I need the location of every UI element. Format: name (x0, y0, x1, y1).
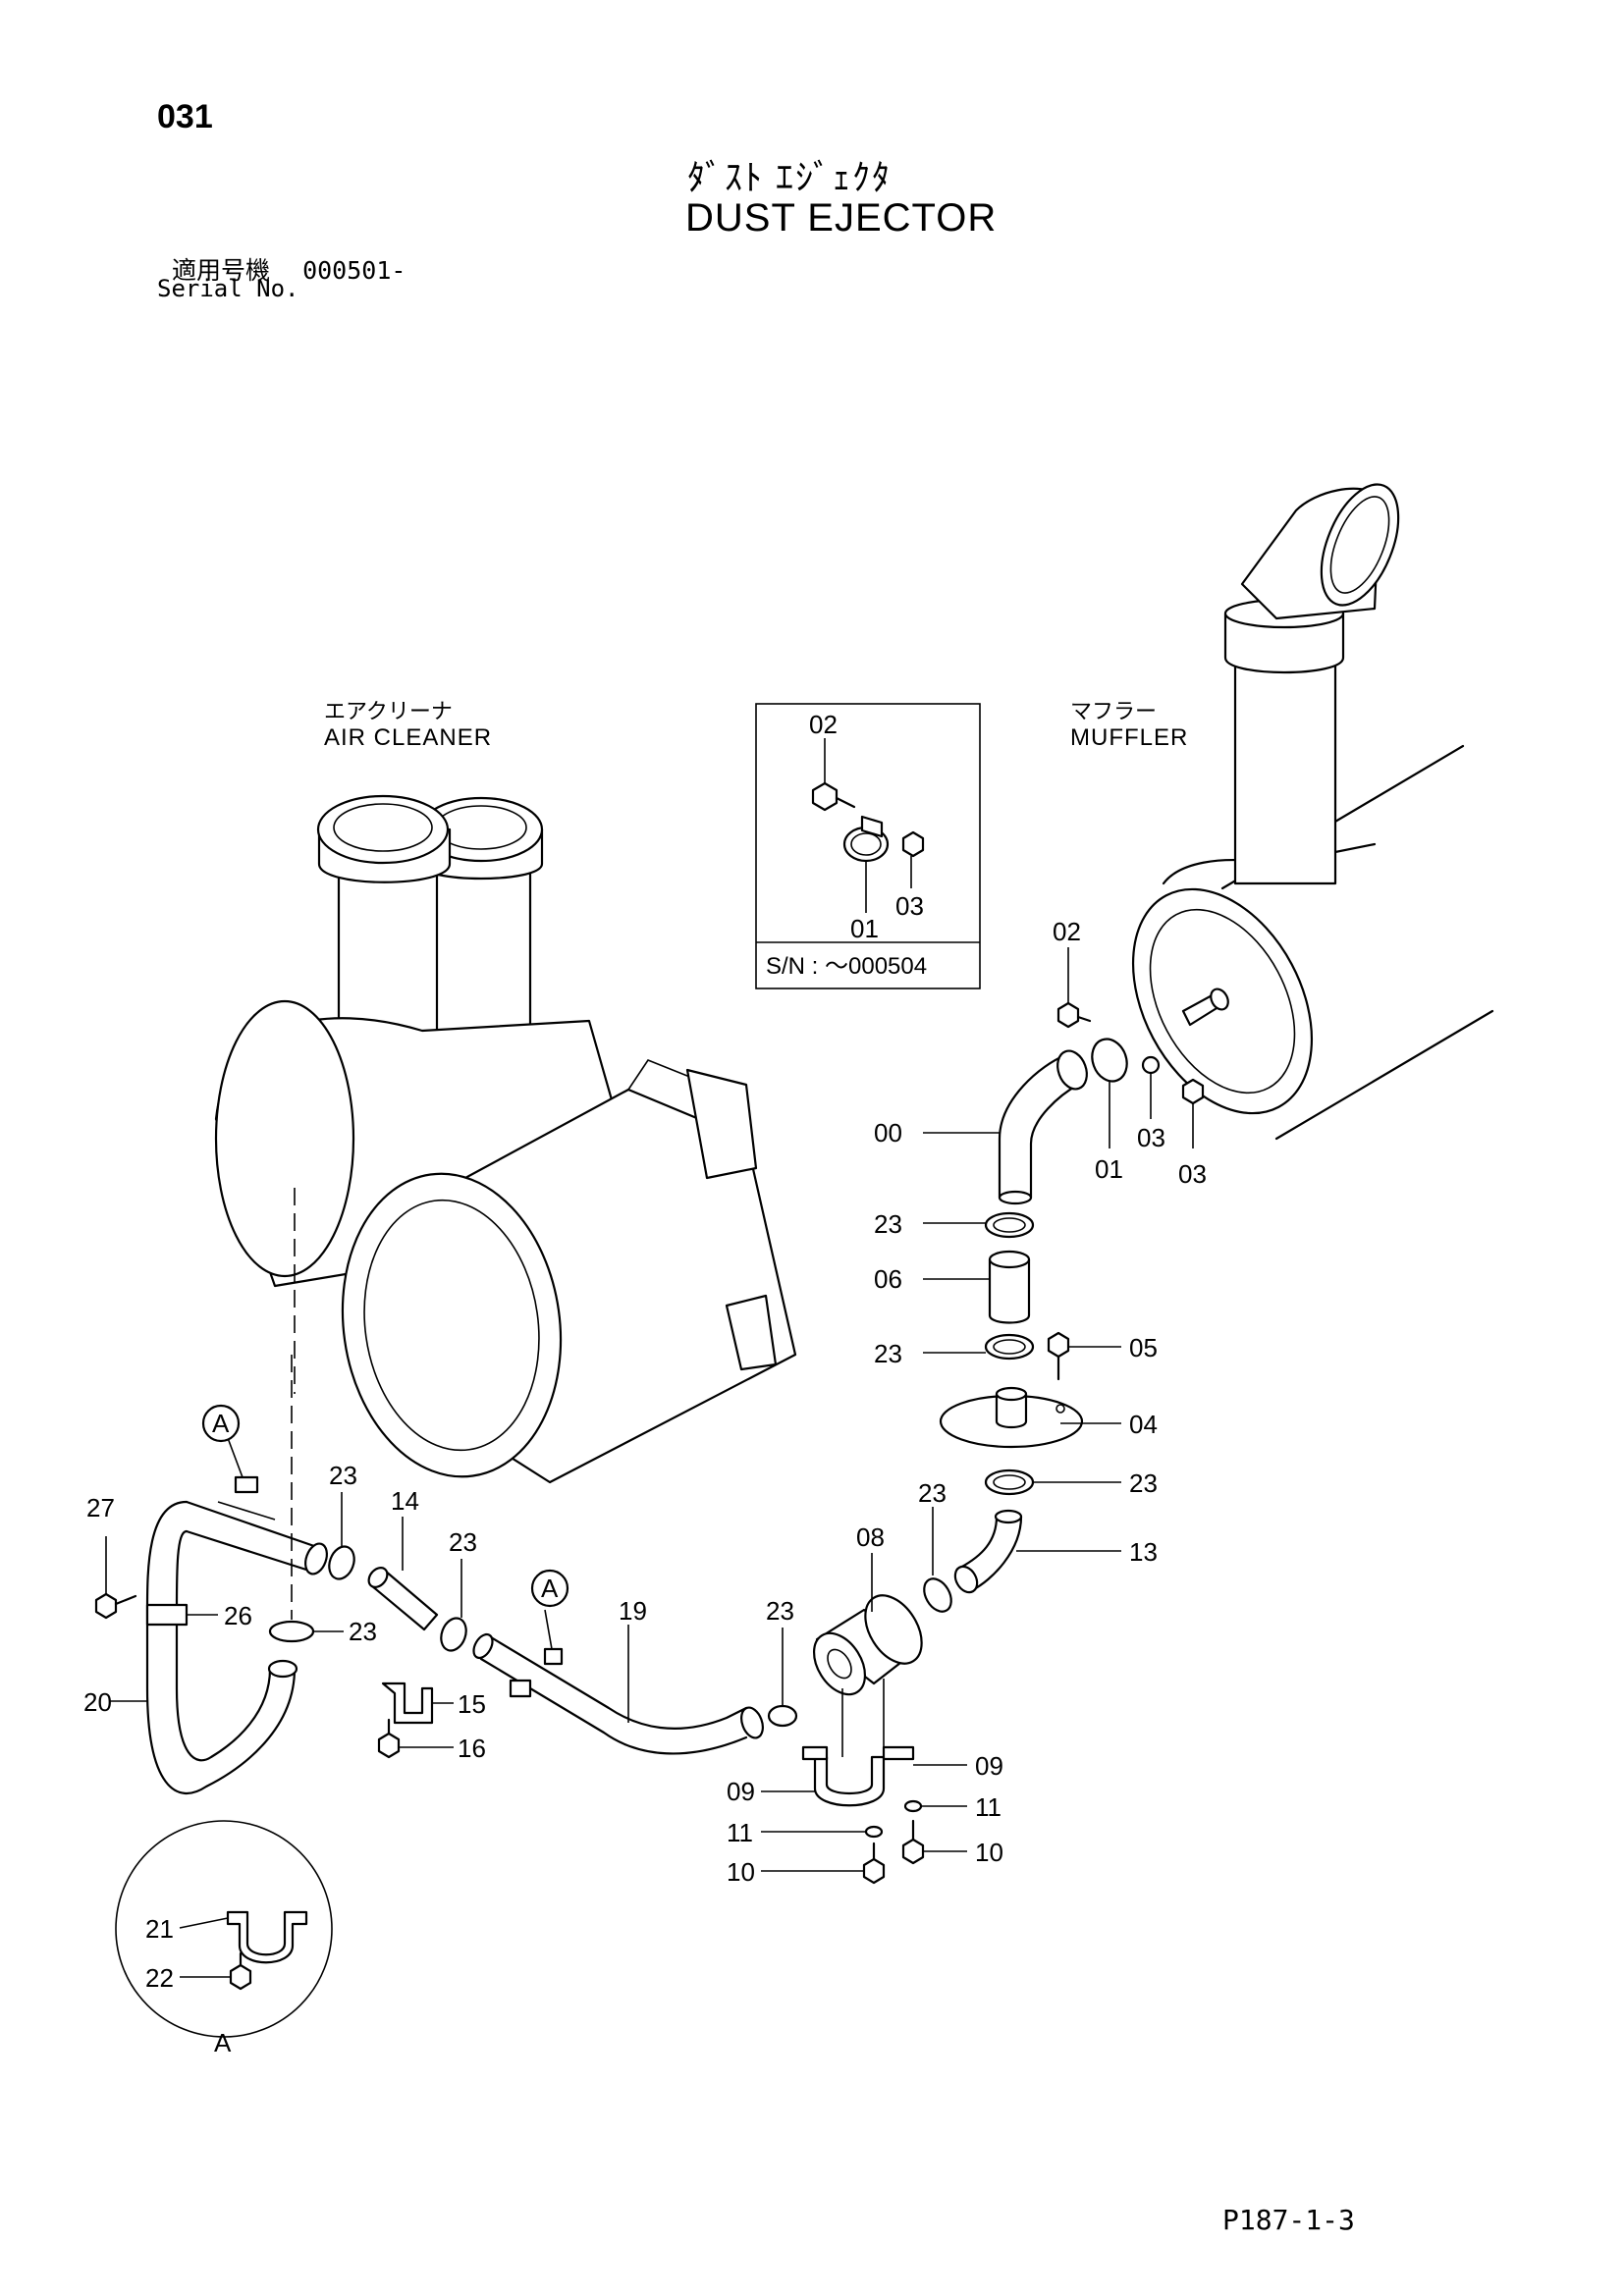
inset-serial-range: S/N : ～000504 (766, 953, 927, 980)
label-27: 27 (86, 1493, 115, 1522)
muffler-label: MUFFLER (1070, 724, 1189, 751)
detail-marker-a: A (214, 2028, 232, 2057)
label-00: 00 (874, 1118, 902, 1148)
label-13: 13 (1129, 1537, 1158, 1567)
label-23f: 23 (329, 1461, 357, 1490)
label-06: 06 (874, 1264, 902, 1294)
serial-value: 000501- (302, 256, 406, 285)
muffler-label-jp: マフラー (1070, 699, 1158, 723)
label-01: 01 (1095, 1154, 1123, 1184)
page-title: DUST EJECTOR (685, 196, 998, 240)
label-23b: 23 (874, 1339, 902, 1368)
air-cleaner-label: AIR CLEANER (324, 724, 493, 751)
inset-label-02: 02 (809, 710, 838, 739)
label-23e: 23 (766, 1596, 794, 1626)
label-23a: 23 (874, 1209, 902, 1239)
inset-box (755, 703, 981, 989)
serial-label-jp: 適用号機 (172, 256, 271, 285)
label-11a: 11 (727, 1818, 753, 1847)
label-20: 20 (83, 1687, 112, 1717)
label-09a: 09 (727, 1777, 755, 1806)
detail-view-a (115, 1820, 333, 2038)
page-code: P187-1-3 (1222, 2204, 1355, 2236)
detail-label-21: 21 (145, 1914, 174, 1944)
label-26: 26 (224, 1601, 252, 1630)
air-cleaner-drawing (214, 794, 797, 1484)
muffler-connection-parts (923, 947, 1205, 1613)
label-23h: 23 (449, 1527, 477, 1557)
callout-marker-a-1: A (201, 1404, 241, 1443)
label-14: 14 (391, 1486, 419, 1516)
label-02: 02 (1053, 917, 1081, 946)
muffler-drawing (1131, 483, 1494, 1141)
callout-marker-a-2: A (530, 1569, 569, 1608)
label-08: 08 (856, 1522, 885, 1552)
label-05: 05 (1129, 1333, 1158, 1362)
serial-label-en: Serial No. (157, 275, 299, 302)
label-04: 04 (1129, 1410, 1158, 1439)
inset-label-03: 03 (895, 891, 924, 921)
dust-ejector-valve (761, 1553, 967, 1885)
label-15: 15 (458, 1689, 486, 1719)
callout-marker-a-1-text: A (212, 1409, 230, 1438)
label-23c: 23 (1129, 1468, 1158, 1498)
label-19: 19 (619, 1596, 647, 1626)
part-labels: 02 01 03 S/N : ～000504 02 00 01 03 03 23… (83, 710, 1207, 2057)
title-japanese: ﾀﾞｽﾄ ｴｼﾞｪｸﾀ (687, 157, 893, 197)
label-11b: 11 (975, 1792, 1001, 1822)
label-10a: 10 (727, 1857, 755, 1887)
page-number: 031 (157, 98, 213, 135)
label-23g: 23 (349, 1617, 377, 1646)
inset-label-01: 01 (850, 914, 879, 943)
callout-marker-a-2-text: A (541, 1574, 559, 1603)
label-03a: 03 (1137, 1123, 1165, 1152)
detail-label-22: 22 (145, 1963, 174, 1993)
serial-line: 適用号機 000501- (172, 251, 406, 287)
air-cleaner-label-jp: エアクリーナ (324, 699, 453, 723)
label-03b: 03 (1178, 1159, 1207, 1189)
label-16: 16 (458, 1734, 486, 1763)
label-23d: 23 (918, 1478, 947, 1508)
hose-routing (94, 1355, 764, 1795)
label-10b: 10 (975, 1838, 1003, 1867)
label-09b: 09 (975, 1751, 1003, 1781)
